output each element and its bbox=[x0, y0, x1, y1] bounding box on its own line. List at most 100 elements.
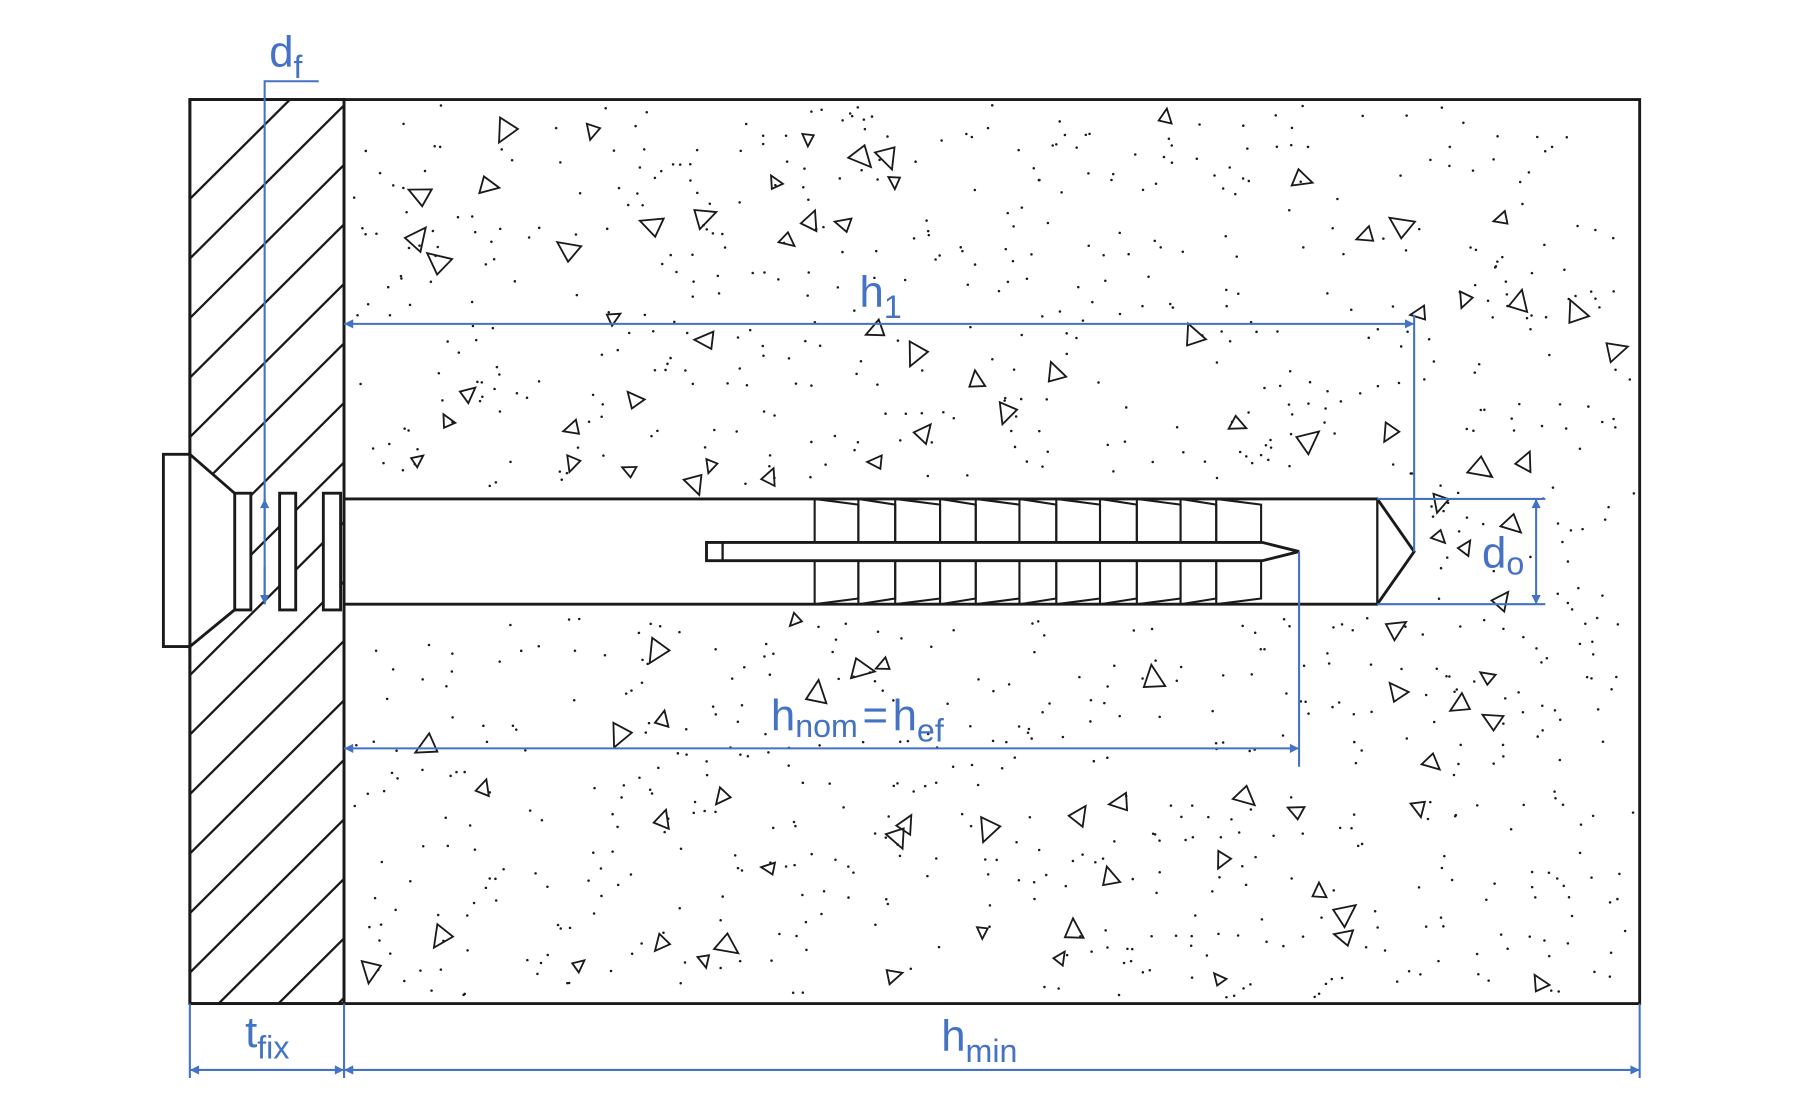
aggregate-stone bbox=[998, 400, 1019, 427]
aggregate-dot bbox=[1326, 292, 1329, 295]
aggregate-dot bbox=[394, 908, 397, 912]
aggregate-dot bbox=[977, 678, 980, 681]
aggregate-dot bbox=[723, 246, 727, 249]
aggregate-dot bbox=[1527, 171, 1531, 174]
aggregate-dot bbox=[659, 169, 663, 173]
aggregate-dot bbox=[1509, 827, 1513, 831]
aggregate-dot bbox=[806, 294, 809, 297]
aggregate-dot bbox=[1094, 860, 1097, 864]
aggregate-stone bbox=[788, 610, 804, 628]
aggregate-dot bbox=[565, 471, 569, 475]
aggregate-stone bbox=[1388, 681, 1411, 704]
aggregate-dot bbox=[1360, 842, 1364, 846]
aggregate-dot bbox=[537, 380, 541, 383]
aggregate-dot bbox=[1092, 759, 1096, 763]
aggregate-dot bbox=[1064, 884, 1068, 888]
aggregate-dot bbox=[970, 763, 974, 767]
aggregate-dot bbox=[1046, 450, 1050, 453]
aggregate-dot bbox=[1435, 667, 1439, 671]
aggregate-dot bbox=[1003, 396, 1007, 400]
aggregate-dot bbox=[416, 447, 419, 451]
aggregate-dot bbox=[1154, 182, 1158, 185]
aggregate-dot bbox=[642, 148, 646, 151]
aggregate-dot bbox=[592, 851, 595, 854]
aggregate-dot bbox=[1567, 895, 1571, 899]
aggregate-dot bbox=[1421, 633, 1425, 636]
aggregate-dot bbox=[1123, 440, 1127, 443]
aggregate-dot bbox=[1170, 144, 1174, 147]
aggregate-dot bbox=[746, 754, 750, 758]
aggregate-dot bbox=[1190, 804, 1194, 807]
aggregate-dot bbox=[386, 285, 390, 289]
aggregate-stone bbox=[1227, 414, 1249, 430]
aggregate-stone bbox=[1311, 880, 1329, 899]
aggregate-dot bbox=[1088, 132, 1091, 136]
aggregate-dot bbox=[1307, 712, 1310, 715]
aggregate-dot bbox=[1518, 180, 1522, 184]
aggregate-dot bbox=[437, 372, 441, 375]
aggregate-dot bbox=[1566, 942, 1570, 945]
aggregate-dot bbox=[587, 879, 590, 882]
aggregate-dot bbox=[914, 160, 917, 163]
aggregate-dot bbox=[1492, 569, 1496, 573]
aggregate-dot bbox=[1028, 815, 1032, 819]
aggregate-dot bbox=[838, 177, 842, 180]
aggregate-dot bbox=[740, 869, 744, 872]
aggregate-dot bbox=[653, 176, 657, 180]
aggregate-dot bbox=[1499, 933, 1503, 936]
aggregate-dot bbox=[1181, 250, 1185, 253]
aggregate-dot bbox=[572, 699, 576, 702]
aggregate-dot bbox=[940, 139, 943, 142]
aggregate-dot bbox=[784, 865, 788, 868]
aggregate-dot bbox=[1106, 946, 1109, 949]
aggregate-dot bbox=[803, 167, 806, 170]
aggregate-dot bbox=[1247, 411, 1250, 414]
aggregate-dot bbox=[629, 873, 633, 876]
aggregate-dot bbox=[1190, 976, 1194, 979]
aggregate-dot bbox=[717, 292, 721, 295]
aggregate-dot bbox=[622, 784, 626, 787]
aggregate-stone bbox=[1465, 454, 1494, 479]
aggregate-dot bbox=[492, 257, 496, 261]
aggregate-dot bbox=[711, 705, 715, 708]
aggregate-dot bbox=[1221, 741, 1225, 744]
aggregate-dot bbox=[539, 961, 543, 965]
aggregate-dot bbox=[490, 240, 493, 243]
aggregate-dot bbox=[1065, 332, 1068, 335]
aggregate-dot bbox=[1614, 426, 1617, 429]
aggregate-dot bbox=[1122, 961, 1126, 965]
aggregate-dot bbox=[683, 961, 687, 964]
aggregate-dot bbox=[1033, 650, 1036, 654]
aggregate-dot bbox=[1151, 832, 1155, 836]
aggregate-dot bbox=[1545, 657, 1549, 660]
aggregate-dot bbox=[689, 179, 692, 182]
aggregate-dot bbox=[1496, 260, 1499, 263]
aggregate-stone bbox=[714, 785, 733, 806]
aggregate-stone bbox=[585, 122, 602, 142]
aggregate-dot bbox=[455, 770, 458, 774]
hatch-line bbox=[189, 282, 345, 438]
aggregate-dot bbox=[1356, 844, 1360, 848]
aggregate-dot bbox=[1525, 316, 1529, 320]
aggregate-dot bbox=[444, 816, 448, 819]
aggregate-dot bbox=[1600, 420, 1604, 424]
aggregate-dot bbox=[1448, 145, 1452, 149]
aggregate-dot bbox=[1038, 429, 1041, 433]
aggregate-dot bbox=[1282, 618, 1286, 621]
aggregate-dot bbox=[1530, 271, 1534, 275]
aggregate-dot bbox=[859, 359, 863, 363]
aggregate-dot bbox=[794, 382, 798, 385]
aggregate-dot bbox=[1502, 755, 1505, 758]
aggregate-dot bbox=[1504, 280, 1508, 283]
aggregate-dot bbox=[1494, 265, 1498, 268]
aggregate-stone bbox=[1067, 804, 1087, 829]
aggregate-dot bbox=[1228, 340, 1232, 343]
aggregate-dot bbox=[456, 215, 460, 219]
aggregate-stone bbox=[1285, 806, 1307, 821]
aggregate-dot bbox=[567, 618, 571, 621]
aggregate-dot bbox=[1473, 283, 1477, 287]
aggregate-stone bbox=[1383, 420, 1401, 444]
aggregate-dot bbox=[385, 697, 389, 701]
aggregate-dot bbox=[810, 110, 813, 113]
aggregate-dot bbox=[656, 429, 659, 433]
